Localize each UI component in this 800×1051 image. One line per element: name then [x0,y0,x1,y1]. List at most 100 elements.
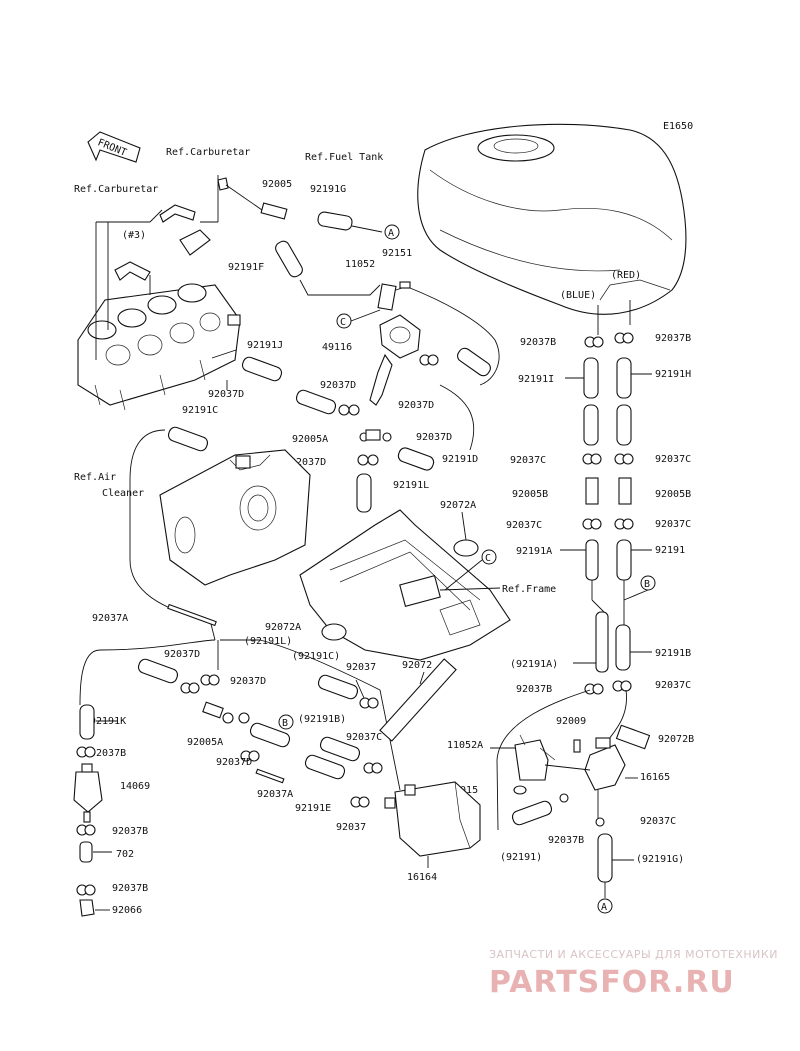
part-92191E[interactable]: 92191E [295,803,331,814]
part-92037C-l1[interactable]: 92037C [510,455,546,466]
part-92005-top[interactable]: 92005 [262,179,292,190]
part-92191D[interactable]: 92191D [442,454,478,465]
part-92005B-r[interactable]: 92005B [655,489,691,500]
hose-92191D [397,447,435,471]
ref-fuel-tank-label: Ref.Fuel Tank [305,152,383,163]
part-92037C-low2[interactable]: 92037C [640,816,676,827]
lower-middle-clips [180,674,383,808]
part-92037C-r1[interactable]: 92037C [655,454,691,465]
part-92191L-paren[interactable]: (92191L) [244,636,292,647]
hose-lower-3 [249,722,291,748]
part-14069[interactable]: 14069 [120,781,150,792]
part-92191A-paren[interactable]: (92191A) [510,659,558,670]
part-92005A-mid[interactable]: 92005A [292,434,328,445]
part-92037C-l2[interactable]: 92037C [506,520,542,531]
part-92191L[interactable]: 92191L [393,480,429,491]
part-16164[interactable]: 16164 [407,872,437,883]
part-92191J[interactable]: 92191J [247,340,283,351]
rod-92037A-low [255,768,285,784]
part-92191[interactable]: 92191 [655,545,685,556]
part-92005A-low[interactable]: 92005A [187,737,223,748]
hose-lower-1 [137,658,179,684]
ref-carburetor-top-label: Ref.Carburetar [166,147,250,158]
part-92037C-low[interactable]: 92037C [346,732,382,743]
part-92005B-l[interactable]: 92005B [512,489,548,500]
part-92037B-m[interactable]: 92037B [516,684,552,695]
hose-lower-2 [317,674,359,700]
hose-92191C-2 [295,389,337,415]
part-92037-mid[interactable]: 92037 [346,662,376,673]
part-92037-low[interactable]: 92037 [336,822,366,833]
part-92037A-mid[interactable]: 92037A [92,613,128,624]
part-92191F[interactable]: 92191F [228,262,264,273]
part-92037B-left[interactable]: 92037B [90,748,126,759]
part-92037D-a[interactable]: 92037D [320,380,356,391]
fuel-tank [417,123,687,315]
part-92037C-m[interactable]: 92037C [655,680,691,691]
part-92191C-paren[interactable]: (92191C) [292,651,340,662]
part-92072[interactable]: 92072 [402,660,432,671]
cylinder-3-label: (#3) [122,230,146,241]
part-92191I[interactable]: 92191I [518,374,554,385]
part-92072B[interactable]: 92072B [658,734,694,745]
ref-air-cleaner-2: Cleaner [102,488,144,499]
part-92037A-low[interactable]: 92037A [257,789,293,800]
canister-16164 [384,781,481,857]
hose-92191C [241,356,283,382]
part-92191G-top[interactable]: 92191G [310,184,346,195]
part-92009[interactable]: 92009 [556,716,586,727]
part-92072A-mid[interactable]: 92072A [265,622,301,633]
rod-92037A-mid [167,603,217,627]
part-92037D-c[interactable]: 92037D [416,432,452,443]
band-92072A-mid [321,623,347,641]
front-arrow-icon: FRONT [87,131,141,163]
part-92037B-low2[interactable]: 92037B [548,835,584,846]
blue-label: (BLUE) [560,290,596,301]
part-92037D-e[interactable]: 92037D [164,649,200,660]
ref-marker-B-lower: B [278,714,294,730]
part-92191G-paren[interactable]: (92191G) [636,854,684,865]
part-92191B[interactable]: 92191B [655,648,691,659]
part-11052-top[interactable]: 11052 [345,259,375,270]
ref-marker-C-top: C [336,313,352,329]
part-92037D-b[interactable]: 92037D [398,400,434,411]
part-92191-paren[interactable]: (92191) [500,852,542,863]
clip-cluster-mid [338,354,439,466]
part-702[interactable]: 702 [116,849,134,860]
part-92191K[interactable]: 92191K [90,716,126,727]
part-92191C[interactable]: 92191C [182,405,218,416]
svg-text:A: A [601,902,607,913]
part-92191B-paren[interactable]: (92191B) [298,714,346,725]
part-11052A[interactable]: 11052A [447,740,483,751]
part-92037D-d[interactable]: 92037D [290,457,326,468]
part-92037B-l4[interactable]: 92037B [112,883,148,894]
part-92037B-l[interactable]: 92037B [520,337,556,348]
part-92191A[interactable]: 92191A [516,546,552,557]
svg-text:A: A [388,228,394,239]
part-49116[interactable]: 49116 [322,342,352,353]
hose-92191L [356,473,372,513]
top-fittings [217,177,500,386]
part-16165[interactable]: 16165 [640,772,670,783]
svg-text:C: C [485,553,491,564]
diagram-code: E1650 [663,121,693,132]
part-92037B-l3[interactable]: 92037B [112,826,148,837]
part-92151[interactable]: 92151 [382,248,412,259]
part-92191H[interactable]: 92191H [655,369,691,380]
part-92072A-top[interactable]: 92072A [440,500,476,511]
part-92037D-carb[interactable]: 92037D [208,389,244,400]
strap-92072 [379,658,457,742]
band-92072A-top [453,539,479,557]
part-92037C-r2[interactable]: 92037C [655,519,691,530]
part-92037D-f[interactable]: 92037D [230,676,266,687]
svg-text:C: C [340,317,346,328]
part-92066[interactable]: 92066 [112,905,142,916]
part-92037B-r[interactable]: 92037B [655,333,691,344]
part-92037D-g[interactable]: 92037D [216,757,252,768]
red-label: (RED) [611,270,641,281]
watermark-tagline: ЗАПЧАСТИ И АКСЕССУАРЫ ДЛЯ МОТОТЕХНИКИ [489,948,778,961]
hose-air-1 [167,426,209,452]
ref-marker-B-right: B [640,575,656,591]
